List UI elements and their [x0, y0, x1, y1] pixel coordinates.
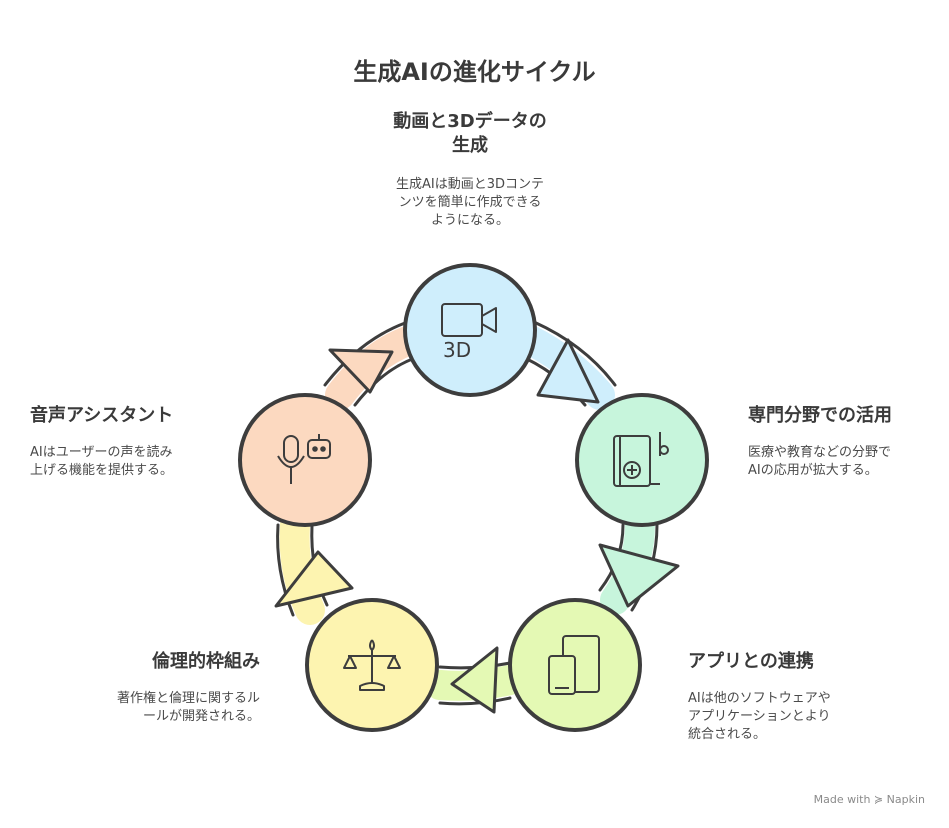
- arrow-to-voice: [274, 550, 354, 608]
- step-heading: 専門分野での活用: [748, 405, 892, 426]
- step-heading: 倫理的枠組み: [152, 651, 260, 672]
- diagram-title: 生成AIの進化サイクル: [353, 58, 596, 86]
- arrow-to-app: [598, 543, 680, 608]
- desc-line: ようになる。: [430, 213, 509, 228]
- desc-line: 医療や教育などの分野で: [748, 445, 892, 460]
- node-ethics: [305, 598, 439, 732]
- cycle-arrows: [274, 338, 680, 714]
- node-voice: [238, 393, 372, 527]
- desc-line: アプリケーションとより: [688, 709, 831, 724]
- desc-line: 生成AIは動画と3Dコンテ: [395, 177, 544, 192]
- step-heading: アプリとの連携: [688, 651, 814, 672]
- heading-line: 動画と3Dデータの: [393, 111, 547, 132]
- step-voice: 音声アシスタント AIはユーザーの声を読み 上げる機能を提供する。: [30, 404, 220, 480]
- scales-icon: [343, 639, 401, 691]
- step-description: AIは他のソフトウェアや アプリケーションとより 統合される。: [688, 690, 868, 744]
- desc-line: 統合される。: [688, 727, 767, 742]
- heading-line: 生成: [452, 135, 488, 156]
- node-video-3d: 3D: [403, 263, 537, 397]
- step-app: アプリとの連携 AIは他のソフトウェアや アプリケーションとより 統合される。: [688, 650, 868, 744]
- devices-icon: [548, 635, 600, 695]
- node-professional: [575, 393, 709, 527]
- step-description: 医療や教育などの分野で AIの応用が拡大する。: [748, 444, 933, 480]
- step-professional: 専門分野での活用 医療や教育などの分野で AIの応用が拡大する。: [748, 404, 933, 480]
- desc-line: ールが開発される。: [142, 709, 260, 724]
- microphone-robot-icon: [277, 434, 331, 484]
- ring-segment-left-bottom: [279, 510, 325, 625]
- node-app: [508, 598, 642, 732]
- step-video-3d: 動画と3Dデータの 生成 生成AIは動画と3Dコンテ ンツを簡単に作成できる よ…: [370, 110, 570, 230]
- desc-line: AIはユーザーの声を読み: [30, 445, 173, 460]
- step-description: 著作権と倫理に関するル ールが開発される。: [80, 690, 260, 726]
- desc-line: 著作権と倫理に関するル: [116, 691, 260, 706]
- icon-3d-label: 3D: [443, 338, 471, 362]
- arrow-to-video: [328, 348, 394, 394]
- medical-book-icon: [613, 432, 669, 487]
- step-ethics: 倫理的枠組み 著作権と倫理に関するル ールが開発される。: [80, 650, 260, 726]
- step-description: 生成AIは動画と3Dコンテ ンツを簡単に作成できる ようになる。: [380, 176, 560, 230]
- desc-line: AIの応用が拡大する。: [748, 463, 878, 478]
- desc-line: 上げる機能を提供する。: [30, 463, 174, 478]
- napkin-credit[interactable]: Made with ≽ Napkin: [813, 793, 925, 806]
- arrow-to-professional: [536, 338, 600, 404]
- arrow-to-ethics: [450, 646, 499, 714]
- video-3d-icon: 3D: [441, 303, 497, 362]
- step-description: AIはユーザーの声を読み 上げる機能を提供する。: [30, 444, 220, 480]
- step-heading: 音声アシスタント: [30, 405, 174, 426]
- step-heading: 動画と3Dデータの 生成: [380, 110, 560, 158]
- desc-line: AIは他のソフトウェアや: [688, 691, 831, 706]
- desc-line: ンツを簡単に作成できる: [398, 195, 542, 210]
